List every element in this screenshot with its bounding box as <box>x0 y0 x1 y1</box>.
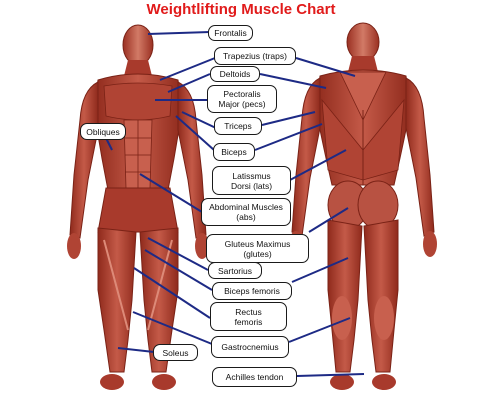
leader-frontalis <box>147 31 211 35</box>
back-right-hand <box>423 231 437 257</box>
front-neck <box>124 60 152 76</box>
leader-soleus <box>117 347 155 353</box>
back-figure <box>289 22 437 390</box>
label-deltoids: Deltoids <box>210 66 260 82</box>
label-gastrocnemius: Gastrocnemius <box>211 336 289 358</box>
label-abdominal: Abdominal Muscles (abs) <box>201 198 291 226</box>
leader-deltoids-front <box>167 73 211 93</box>
label-latissimus: Latissmus Dorsi (lats) <box>212 166 291 195</box>
back-right-foot <box>372 374 396 390</box>
front-left-arm <box>69 81 99 239</box>
leader-biceps-front <box>175 115 215 151</box>
label-soleus: Soleus <box>153 344 198 361</box>
back-left-foot <box>330 374 354 390</box>
leader-sartorius <box>147 237 209 271</box>
back-left-arm <box>291 77 321 237</box>
front-head <box>122 24 154 66</box>
label-frontalis: Frontalis <box>208 25 253 41</box>
back-right-leg <box>363 219 399 373</box>
label-pectoralis: Pectoralis Major (pecs) <box>207 85 277 113</box>
leader-lines <box>102 31 365 377</box>
label-biceps-femoris: Biceps femoris <box>212 282 292 300</box>
leader-bicepsfem-front <box>144 249 213 291</box>
label-sartorius: Sartorius <box>208 262 262 279</box>
leader-traps-back <box>295 57 356 77</box>
front-left-leg <box>97 227 137 373</box>
leader-lats <box>289 149 347 181</box>
leader-triceps-back <box>261 111 316 126</box>
back-head <box>346 22 380 62</box>
chart-title: Weightlifting Muscle Chart <box>146 1 336 18</box>
label-rectus-femoris: Rectus femoris <box>210 302 287 331</box>
leader-triceps-front <box>181 111 217 129</box>
leader-gastroc-front <box>132 311 213 345</box>
label-biceps: Biceps <box>213 143 255 161</box>
leader-rectus <box>133 267 211 319</box>
leader-gastroc-back <box>288 317 351 343</box>
front-hips <box>97 187 179 233</box>
label-achilles: Achilles tendon <box>212 367 297 387</box>
front-pecs <box>103 82 173 121</box>
front-left-hand <box>67 233 81 259</box>
label-triceps: Triceps <box>214 117 262 135</box>
back-left-leg <box>327 219 363 373</box>
leader-bicepsfem-back <box>291 257 349 283</box>
front-right-foot <box>152 374 176 390</box>
label-trapezius: Trapezius (traps) <box>214 47 296 65</box>
label-obliques: Obliques <box>80 123 126 140</box>
leader-biceps-back <box>254 123 323 151</box>
leader-glutes <box>308 207 349 233</box>
front-left-foot <box>100 374 124 390</box>
back-right-arm <box>405 77 435 237</box>
leader-abs <box>139 173 203 213</box>
leader-traps-front <box>159 57 216 81</box>
front-figure <box>67 24 209 390</box>
leader-achilles <box>296 373 365 377</box>
back-traps <box>339 71 387 121</box>
label-gluteus: Gluteus Maximus (glutes) <box>206 234 309 263</box>
front-right-hand <box>195 233 209 259</box>
back-neck <box>348 56 378 72</box>
front-right-arm <box>177 81 207 239</box>
leader-deltoids-back <box>259 73 327 89</box>
